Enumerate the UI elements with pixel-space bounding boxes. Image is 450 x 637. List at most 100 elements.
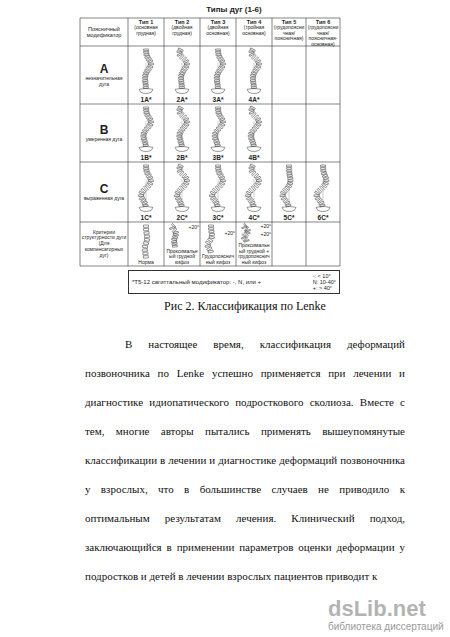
vertebra: [216, 49, 221, 51]
vertebra: [143, 79, 148, 81]
vertebra: [143, 84, 148, 86]
type-subheader: (двойная грудная): [165, 25, 199, 36]
vertebra: [287, 165, 292, 167]
vertebra: [321, 170, 326, 172]
vertebra: [177, 135, 182, 137]
vertebra: [249, 132, 254, 135]
angle-label: +20°: [261, 224, 271, 230]
vertebra: [324, 180, 329, 182]
modifier-letter: A: [100, 63, 109, 76]
vertebra: [141, 132, 146, 135]
watermark-wrap: dsLib.netбиблиотека диссертаций: [328, 596, 444, 633]
vertebra: [213, 132, 218, 135]
vertebra: [182, 183, 187, 188]
curve-type-label: 2A*: [177, 96, 188, 103]
table-cell: Aнезначительная дуга: [80, 46, 128, 104]
vertebra: [251, 82, 256, 84]
angle-wrap: +20°: [261, 232, 271, 238]
type-subheader: (двойная основная): [201, 25, 235, 36]
vertebra: [287, 170, 292, 172]
table-cell: 5C*: [272, 162, 306, 222]
pelvis: [282, 206, 296, 211]
table-rule: [80, 266, 340, 267]
type-subheader: (грудопоясничная/поясничная-основная): [307, 25, 339, 47]
pelvis: [247, 206, 261, 211]
vertebra: [215, 186, 220, 191]
vertebra: [208, 238, 213, 242]
table-rule: [80, 18, 340, 19]
vertebra: [179, 79, 184, 81]
vertebra: [251, 84, 256, 86]
table-cell: Проксимальный грудной + грудопоясничный …: [236, 222, 272, 266]
vertebra: [215, 142, 220, 145]
curve-type-label: 2C*: [177, 214, 188, 221]
vertebra: [144, 228, 149, 231]
table-rule: [80, 162, 340, 163]
vertebra: [256, 176, 261, 180]
curve-type-label: 3A*: [213, 96, 224, 103]
vertebra: [144, 186, 149, 191]
curve-type-label: 2B*: [177, 154, 188, 161]
vertebra: [177, 132, 182, 135]
vertebra: [180, 186, 185, 191]
vertebra: [208, 250, 213, 253]
vertebra: [288, 177, 293, 179]
title-wrap: Типы дуг (1-6): [128, 5, 340, 14]
criteria-label: Грудопоясничный кифоз: [201, 254, 235, 265]
pelvis: [316, 206, 330, 211]
table-cell: Проксимальный грудной кифоз+20°: [164, 222, 200, 266]
vertebra: [139, 195, 144, 197]
table-cell: Тип 5(грудопоясничная/поясничная): [272, 18, 306, 46]
curve-type-label: 3B*: [213, 154, 224, 161]
curve-type-label: 5C*: [284, 214, 295, 221]
vertebra: [250, 79, 255, 81]
table-rule: [200, 18, 201, 266]
vertebra: [143, 256, 148, 259]
vertebra: [179, 171, 184, 176]
vertebra: [148, 180, 153, 182]
vertebra: [251, 186, 256, 191]
table-rule: [236, 18, 237, 266]
note-values: -: < 10°N: 10-40°+: > 40°: [313, 273, 336, 291]
vertebra: [214, 77, 219, 79]
vertebra: [216, 165, 221, 167]
vertebra: [179, 77, 184, 79]
curve-type-label: 3C*: [213, 214, 224, 221]
vertebra: [144, 225, 149, 227]
table-cell: Bумеренная дуга: [80, 104, 128, 162]
vertebra: [144, 167, 149, 169]
table-cell: Cвыраженная дуга: [80, 162, 128, 222]
table-cell: 3B*: [200, 104, 236, 162]
vertebra: [169, 227, 174, 230]
vertebra: [288, 180, 293, 182]
table-cell: Тип 6(грудопоясничная/поясничная-основна…: [306, 18, 340, 46]
table-rule: [80, 222, 340, 223]
vertebra: [216, 109, 221, 111]
vertebra: [214, 74, 219, 77]
vertebra: [143, 241, 148, 245]
table-cell: 2A*: [164, 46, 200, 104]
vertebra: [144, 165, 149, 167]
table-cell: 2B*: [164, 104, 200, 162]
curve-type-label: 1B*: [141, 154, 152, 161]
vertebra: [172, 238, 177, 241]
table-cell: Грудопоясничный кифоз+20°: [200, 222, 236, 266]
vertebra: [171, 241, 176, 243]
vertebra: [142, 245, 147, 248]
vertebra: [141, 135, 146, 137]
table-cell: 2C*: [164, 162, 200, 222]
note-value: +: > 40°: [313, 285, 336, 291]
vertebra: [209, 228, 214, 230]
vertebra: [144, 49, 149, 51]
vertebra: [321, 167, 326, 169]
figure-caption: Рис 2. Классификация по Lenke: [85, 299, 405, 314]
vertebra: [143, 252, 148, 255]
table-cell: 3C*: [200, 162, 236, 222]
watermark-logo: dsLib.net: [328, 596, 444, 621]
curve-type-label: 4A*: [249, 96, 260, 103]
pelvis: [175, 88, 189, 93]
criteria-header: Критерии структурности дуги (Для компенс…: [81, 230, 127, 259]
modifier-letter: B: [100, 124, 109, 137]
vertebra: [144, 109, 149, 111]
pelvis: [139, 206, 153, 211]
